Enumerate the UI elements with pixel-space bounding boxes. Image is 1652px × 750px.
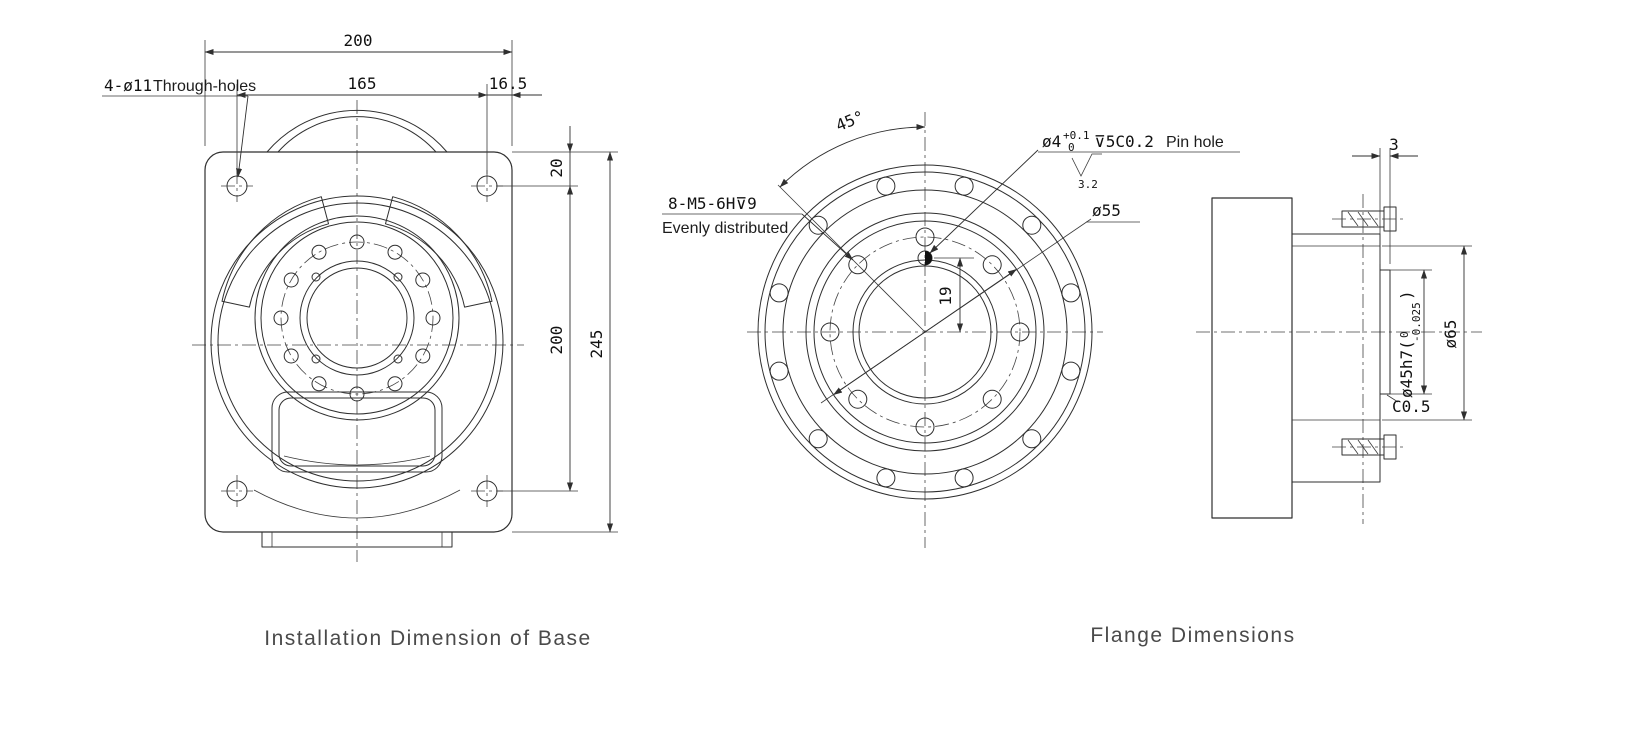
dim-angle: 45° (833, 107, 867, 135)
dim-width-total: 200 (344, 31, 373, 50)
flange-bolt-pitch-circle (829, 236, 1021, 428)
base-skirt-arc (253, 489, 461, 519)
pin-callout-dia: ø4 (1042, 132, 1061, 151)
base-foot-tab (261, 531, 453, 548)
bolt-callout: 8-M5-6H⊽9 (668, 194, 757, 213)
dim-top-offset: 20 (547, 158, 566, 177)
flange-boss-circle-outer (805, 212, 1045, 452)
surface-finish-value: 3.2 (1078, 178, 1098, 191)
flange-ring-inner-circle (782, 189, 1068, 475)
center-bore-outer (299, 260, 415, 376)
angle-arc (779, 123, 926, 188)
hole-callout-leader (236, 95, 249, 178)
flange-bore-inner (858, 265, 992, 399)
bolt-callout-leader (801, 213, 854, 261)
wing-cutout-left (221, 196, 329, 308)
flange-outer-holes (769, 176, 1081, 488)
dim-spigot-diameter: ø45h7( 0 -0.025 ) (1397, 290, 1423, 398)
dim-hole-span-v: 200 (547, 326, 566, 355)
pin-callout-text: Pin hole (1166, 134, 1224, 151)
dim-hole-span: 165 (348, 74, 377, 93)
dim-spigot-tol-lower: -0.025 (1410, 302, 1423, 342)
side-bolt-bottom (1332, 434, 1404, 460)
dia55-arrow-2 (833, 331, 926, 396)
flange-circle-outer (254, 215, 460, 421)
side-spigot (1379, 269, 1391, 395)
wing-cutout-right (385, 196, 493, 308)
motor-dome-arc-inner (277, 116, 437, 153)
base-plate-outline (204, 151, 513, 533)
center-bore-inner (306, 267, 408, 369)
dim-height-total: 245 (587, 330, 606, 359)
dim-spigot-main: ø45h7( (1397, 340, 1416, 398)
base-body-circle-inner (217, 202, 497, 482)
flange-front-view: 45° 19 ø55 ø4 +0.1 0 ⊽5C0.2 Pin hole 3.2… (662, 107, 1240, 548)
base-extension-lines (204, 40, 618, 533)
pin-callout-tol-lower: 0 (1068, 141, 1075, 154)
pin-callout-leader (929, 149, 1039, 254)
pin-hole (917, 250, 933, 266)
hole-callout-dim: 4-ø11 (104, 76, 152, 95)
bottom-window-arc (283, 455, 431, 466)
flange-boss-circle (813, 220, 1037, 444)
flange-circle-inner (260, 221, 454, 415)
base-view: 200 165 16.5 4-ø11 Through-holes 20 200 … (102, 31, 618, 562)
bottom-window-outer (271, 391, 443, 473)
flange-m5-holes (820, 227, 1030, 437)
chamfer-leader (1386, 394, 1399, 403)
chamfer-label: C0.5 (1392, 397, 1431, 416)
bolt-callout-note: Evenly distributed (662, 220, 788, 237)
dim-spigot-close: ) (1397, 290, 1416, 300)
flange-side-view: 3 ø45h7( 0 -0.025 ) ø65 C0.5 (1196, 135, 1482, 524)
dim-bolt-circle: ø55 (1092, 201, 1121, 220)
motor-dome-arc-outer (266, 109, 448, 153)
caption-flange: Flange Dimensions (1090, 624, 1295, 647)
side-flange-plate (1211, 197, 1293, 519)
hole-callout-text: Through-holes (153, 78, 256, 95)
dim-thickness: 3 (1389, 135, 1399, 154)
pin-callout-tol-upper: +0.1 (1063, 129, 1090, 142)
base-body-circle-outer (210, 195, 504, 489)
bolt-ring-holes (273, 234, 441, 402)
dim-edge-offset: 16.5 (489, 74, 528, 93)
side-cylinder-body (1291, 233, 1381, 483)
bottom-window-inner (278, 397, 436, 467)
dim-spigot-tol-upper: 0 (1398, 331, 1411, 338)
bolt-pitch-circle (280, 241, 434, 395)
dim-outer: ø65 (1441, 320, 1460, 349)
surface-finish-icon (1071, 153, 1102, 177)
caption-base: Installation Dimension of Base (264, 627, 592, 650)
pin-callout-depth: ⊽5C0.2 (1094, 132, 1154, 151)
dia55-arrow-1 (924, 268, 1017, 333)
dim-pin-offset: 19 (936, 286, 955, 305)
side-bolt-top (1332, 206, 1404, 232)
